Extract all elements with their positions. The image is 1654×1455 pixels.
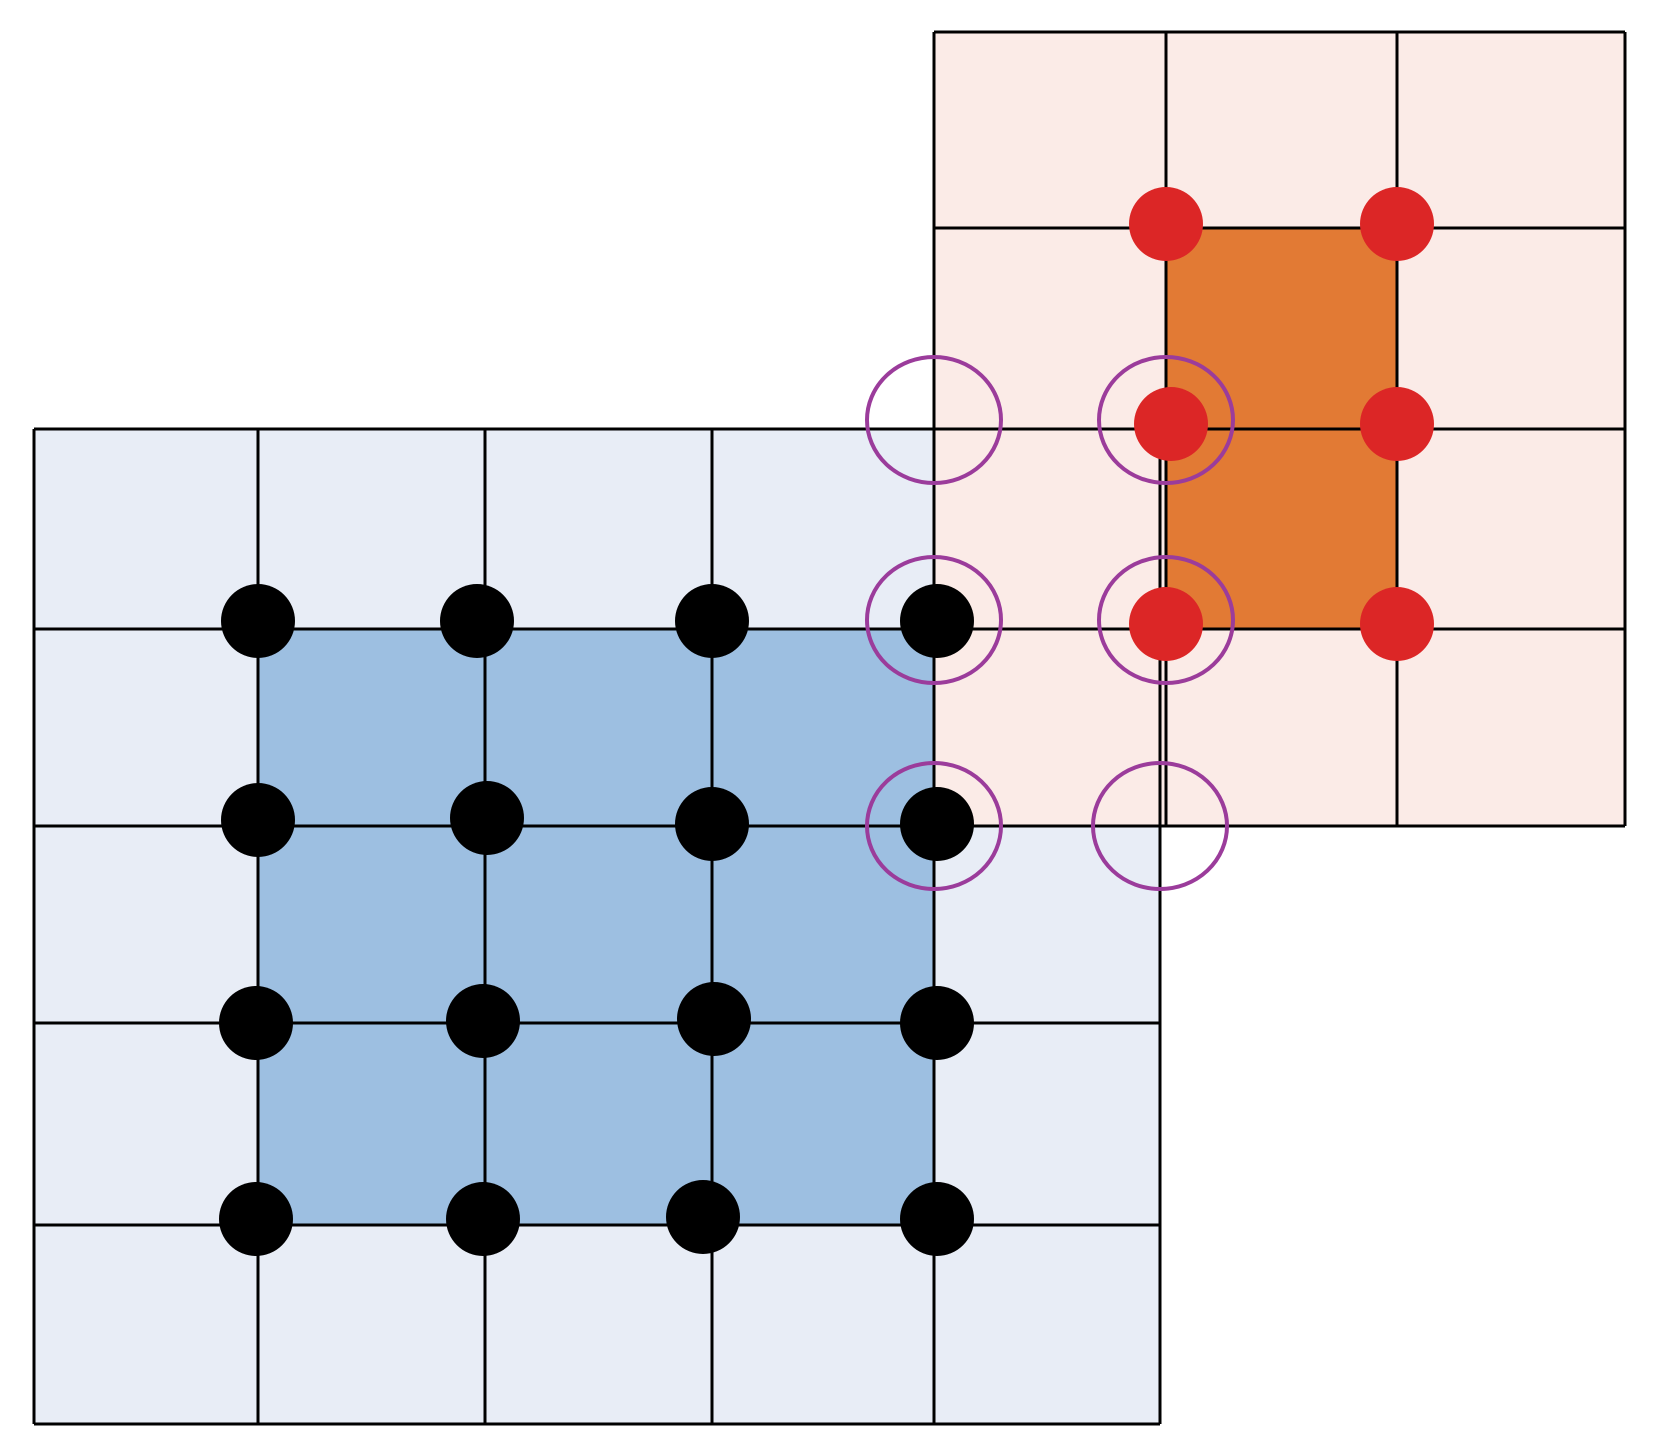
blue-highlight-cell (485, 629, 712, 826)
black-node (675, 787, 749, 861)
red-highlight-cell (1166, 228, 1397, 429)
black-nodes (219, 584, 974, 1256)
blue-highlight-cell (485, 826, 712, 1023)
overlap-circle (1097, 555, 1235, 685)
black-node (221, 584, 295, 658)
black-node (219, 1182, 293, 1256)
overlap-circles (865, 355, 1235, 891)
overlap-circle (1091, 761, 1229, 891)
black-node (446, 1182, 520, 1256)
black-node (900, 787, 974, 861)
red-nodes (1129, 187, 1434, 661)
blue-highlight-cell (712, 826, 934, 1023)
blue-highlight-cell (712, 1023, 934, 1225)
blue-highlight-cell (258, 1023, 485, 1225)
blue-highlight-cell (485, 1023, 712, 1225)
black-node (446, 984, 520, 1058)
overlap-circle (865, 355, 1003, 485)
blue-highlight-cell (258, 826, 485, 1023)
overlap-circle (865, 761, 1003, 891)
black-node (450, 781, 524, 855)
overlap-circle (1097, 355, 1235, 485)
red-node (1360, 187, 1434, 261)
black-node (900, 584, 974, 658)
black-node (900, 1182, 974, 1256)
red-highlight-cell (1166, 429, 1397, 629)
black-node (675, 584, 749, 658)
red-node (1129, 587, 1203, 661)
red-node (1360, 387, 1434, 461)
black-node (666, 1180, 740, 1254)
black-node (677, 982, 751, 1056)
black-node (221, 783, 295, 857)
red-node (1134, 387, 1208, 461)
black-node (440, 584, 514, 658)
blue-highlight-cell (712, 629, 934, 826)
black-node (219, 986, 293, 1060)
red-node (1129, 187, 1203, 261)
red-node (1360, 587, 1434, 661)
black-node (900, 986, 974, 1060)
blue-highlight-cell (258, 629, 485, 826)
overlap-circle (865, 555, 1003, 685)
